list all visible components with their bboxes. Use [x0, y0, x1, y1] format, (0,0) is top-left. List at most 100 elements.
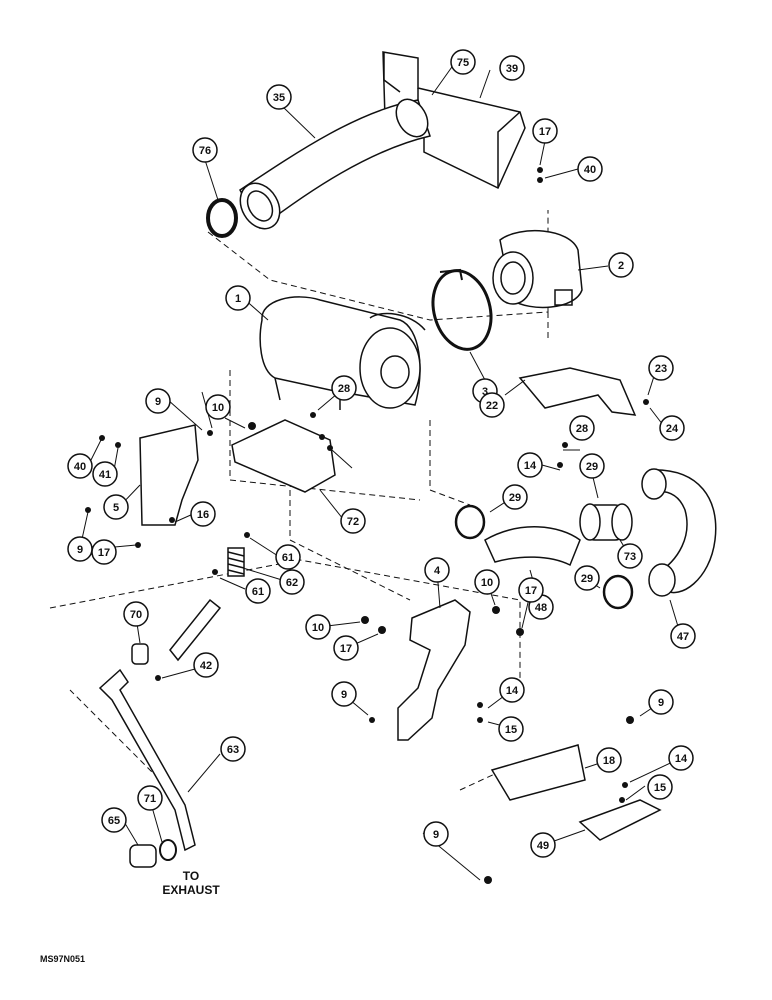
- callout-number: 61: [282, 552, 294, 564]
- callout-number: 3: [482, 386, 488, 398]
- callout-number: 42: [200, 660, 212, 672]
- callout-bubble: 75: [450, 49, 476, 75]
- callout-bubble: 42: [193, 652, 219, 678]
- callout-number: 17: [539, 126, 551, 138]
- callout-bubble: 22: [479, 392, 505, 418]
- callout-bubble: 1: [225, 285, 251, 311]
- exhaust-note-line2: EXHAUST: [162, 883, 220, 897]
- callout-number: 10: [212, 402, 224, 414]
- callout-bubble: 18: [596, 747, 622, 773]
- callout-bubble: 29: [579, 453, 605, 479]
- callout-bubble: 9: [423, 821, 449, 847]
- support-bracket-part: [139, 424, 199, 526]
- callout-bubble: 15: [498, 716, 524, 742]
- o-ring-part: [206, 198, 238, 238]
- callout-bubble: 29: [502, 484, 528, 510]
- callout-bubble: 16: [190, 501, 216, 527]
- callout-bubble: 17: [518, 577, 544, 603]
- callout-bubble: 72: [340, 508, 366, 534]
- callout-number: 17: [98, 547, 110, 559]
- callout-number: 9: [155, 396, 161, 408]
- callout-number: 76: [199, 145, 211, 157]
- callout-bubble: 23: [648, 355, 674, 381]
- callout-number: 17: [525, 585, 537, 597]
- callout-bubble: 39: [499, 55, 525, 81]
- bracket-part: [397, 599, 471, 741]
- callout-bubble: 14: [499, 677, 525, 703]
- callout-number: 9: [433, 829, 439, 841]
- exhaust-note-line1: TO: [183, 869, 199, 883]
- bracket-part: [518, 367, 637, 416]
- callout-bubble: 61: [245, 578, 271, 604]
- callout-number: 75: [457, 57, 469, 69]
- air-cleaner-part: [259, 296, 426, 410]
- callout-bubble: 17: [333, 635, 359, 661]
- callout-number: 72: [347, 516, 359, 528]
- callout-bubble: 17: [91, 539, 117, 565]
- callout-bubble: 40: [577, 156, 603, 182]
- precleaner-cap-part: [492, 229, 583, 309]
- callout-number: 24: [666, 423, 679, 435]
- callout-number: 29: [586, 461, 598, 473]
- callout-bubble: 5: [103, 494, 129, 520]
- hardware-parts: [85, 167, 649, 884]
- callout-bubble: 14: [668, 745, 694, 771]
- callout-number: 47: [677, 631, 689, 643]
- callout-bubble: 9: [648, 689, 674, 715]
- callout-bubble: 9: [67, 536, 93, 562]
- drain-tube-part: [98, 668, 196, 852]
- hose-clamp-part: [454, 504, 486, 540]
- callout-number: 15: [654, 782, 666, 794]
- callout-number: 39: [506, 63, 518, 75]
- callout-bubble: 29: [574, 565, 600, 591]
- callout-number: 5: [113, 502, 119, 514]
- callout-number: 10: [481, 577, 493, 589]
- callout-bubble: 10: [205, 394, 231, 420]
- callout-number: 14: [675, 753, 688, 765]
- callout-bubble: 73: [617, 543, 643, 569]
- callout-bubble: 17: [532, 118, 558, 144]
- callout-number: 15: [505, 724, 517, 736]
- callout-number: 9: [341, 689, 347, 701]
- hose-clamp-part: [602, 574, 634, 610]
- callout-bubble: 49: [530, 832, 556, 858]
- callout-bubble: 71: [137, 785, 163, 811]
- callout-number: 62: [286, 577, 298, 589]
- callout-number: 70: [130, 609, 142, 621]
- callout-number: 29: [581, 573, 593, 585]
- fitting-part: [131, 643, 149, 665]
- callout-bubble: 10: [474, 569, 500, 595]
- callout-bubble: 24: [659, 415, 685, 441]
- callout-number: 40: [74, 461, 86, 473]
- callout-number: 65: [108, 815, 120, 827]
- callout-bubble: 65: [101, 807, 127, 833]
- mounting-plate-part: [231, 419, 336, 493]
- callout-number: 23: [655, 363, 667, 375]
- callout-bubble: 61: [275, 544, 301, 570]
- hose-part: [484, 526, 581, 567]
- callout-bubble: 35: [266, 84, 292, 110]
- callout-bubble: 2: [608, 252, 634, 278]
- callout-number: 16: [197, 509, 209, 521]
- callout-bubble: 9: [145, 388, 171, 414]
- callout-number: 9: [77, 544, 83, 556]
- callout-bubble: 4: [424, 557, 450, 583]
- callout-number: 48: [535, 602, 547, 614]
- callout-number: 73: [624, 551, 636, 563]
- callout-bubble: 63: [220, 736, 246, 762]
- callout-number: 61: [252, 586, 264, 598]
- coupler-part: [579, 503, 633, 541]
- shield-part: [490, 744, 586, 801]
- callout-bubble: 28: [569, 415, 595, 441]
- callout-bubble: 28: [331, 375, 357, 401]
- callout-number: 29: [509, 492, 521, 504]
- callout-number: 63: [227, 744, 239, 756]
- callout-number: 35: [273, 92, 285, 104]
- callout-number: 28: [576, 423, 588, 435]
- callout-number: 14: [524, 460, 537, 472]
- elbow-hose-part: [641, 468, 717, 597]
- callout-number: 18: [603, 755, 615, 767]
- callout-number: 71: [144, 793, 156, 805]
